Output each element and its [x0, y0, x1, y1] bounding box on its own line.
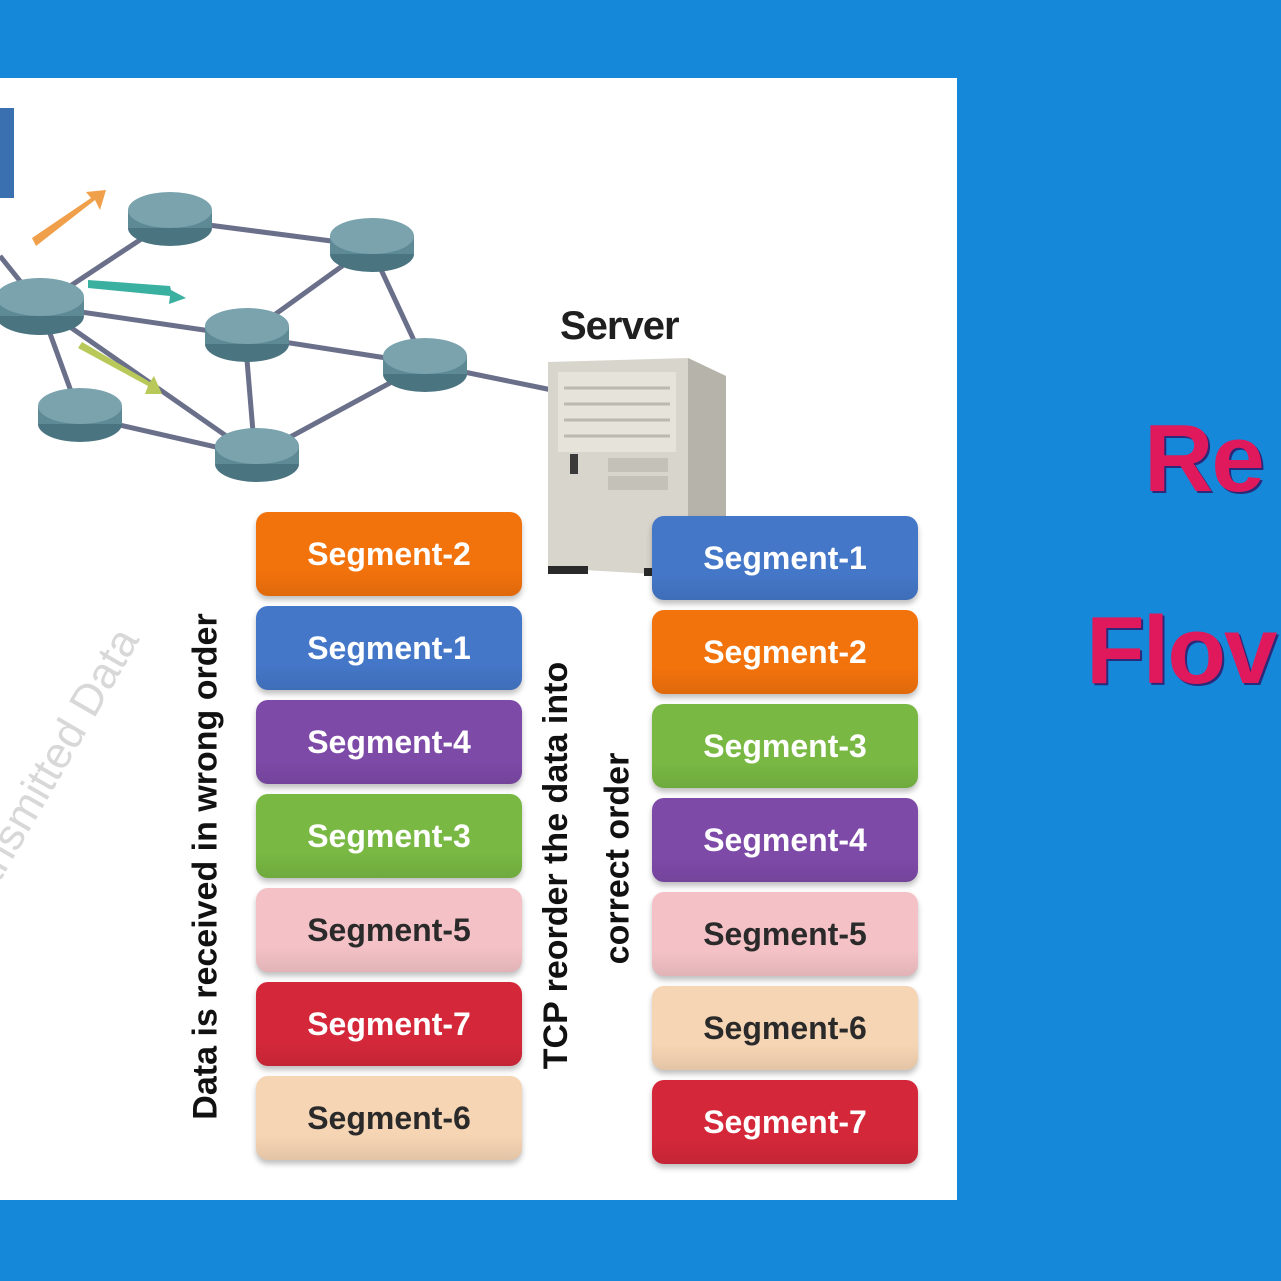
router-icon: [38, 388, 122, 442]
router-network: [0, 108, 553, 482]
reorder-label-line2: correct order: [598, 752, 637, 964]
server-label: Server: [560, 304, 680, 348]
router-icon: [128, 192, 212, 246]
headline-line2: Flov: [1086, 597, 1277, 704]
client-device-edge: [0, 108, 14, 198]
router-icon: [383, 338, 467, 392]
router-icon: [330, 218, 414, 272]
received-order-label: Data is received in wrong order: [186, 612, 225, 1120]
segment-block: Segment-3: [256, 794, 522, 878]
segment-block: Segment-2: [256, 512, 522, 596]
segment-block: Segment-4: [256, 700, 522, 784]
arrow-teal-icon: [88, 280, 186, 304]
segment-block: Segment-6: [256, 1076, 522, 1160]
headline-line1: Re: [1144, 405, 1265, 512]
diagram-panel: Server Transmitted Data Data is received…: [0, 78, 957, 1200]
arrow-orange-icon: [32, 190, 106, 246]
reorder-label-line1: TCP reorder the data into: [536, 661, 575, 1069]
segment-block: Segment-6: [652, 986, 918, 1070]
routers: [0, 192, 467, 482]
segment-block: Segment-3: [652, 704, 918, 788]
segment-block: Segment-5: [256, 888, 522, 972]
arrow-green-icon: [78, 342, 162, 394]
segment-block: Segment-7: [652, 1080, 918, 1164]
traffic-arrows: [32, 190, 186, 394]
segment-block: Segment-2: [652, 610, 918, 694]
segment-block: Segment-4: [652, 798, 918, 882]
segment-block: Segment-7: [256, 982, 522, 1066]
segment-block: Segment-1: [652, 516, 918, 600]
router-icon: [205, 308, 289, 362]
router-icon: [215, 428, 299, 482]
segment-block: Segment-5: [652, 892, 918, 976]
segment-block: Segment-1: [256, 606, 522, 690]
router-icon: [0, 278, 84, 335]
watermark-text: Transmitted Data: [0, 619, 149, 935]
